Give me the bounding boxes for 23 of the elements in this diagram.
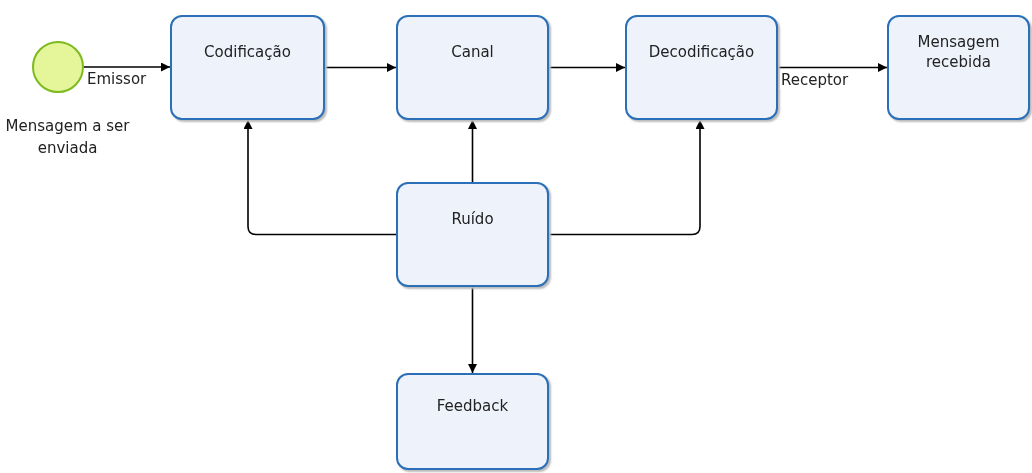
process-box [625, 15, 778, 120]
start-circle [32, 41, 84, 93]
node-label: Feedback [436, 396, 509, 417]
arrow [324, 63, 397, 72]
node-caption: Mensagem a ser enviada [5, 116, 130, 159]
node-label: Codificação [204, 42, 291, 63]
process-box [170, 15, 325, 120]
node-label: Canal [451, 42, 494, 63]
arrow [468, 286, 477, 374]
node-label: Decodificação [648, 42, 755, 63]
node-label: Mensagem recebida [916, 33, 1001, 72]
node-label: Ruído [451, 209, 494, 230]
process-box [396, 15, 549, 120]
process-box [887, 15, 1030, 120]
arrow [243, 119, 397, 236]
arrow [548, 119, 705, 236]
process-box [396, 373, 549, 470]
edge-label: Receptor [780, 70, 850, 89]
arrow [548, 63, 626, 72]
arrow [468, 119, 477, 183]
arrow [777, 63, 888, 72]
process-box [396, 182, 549, 287]
arrow [83, 62, 171, 72]
